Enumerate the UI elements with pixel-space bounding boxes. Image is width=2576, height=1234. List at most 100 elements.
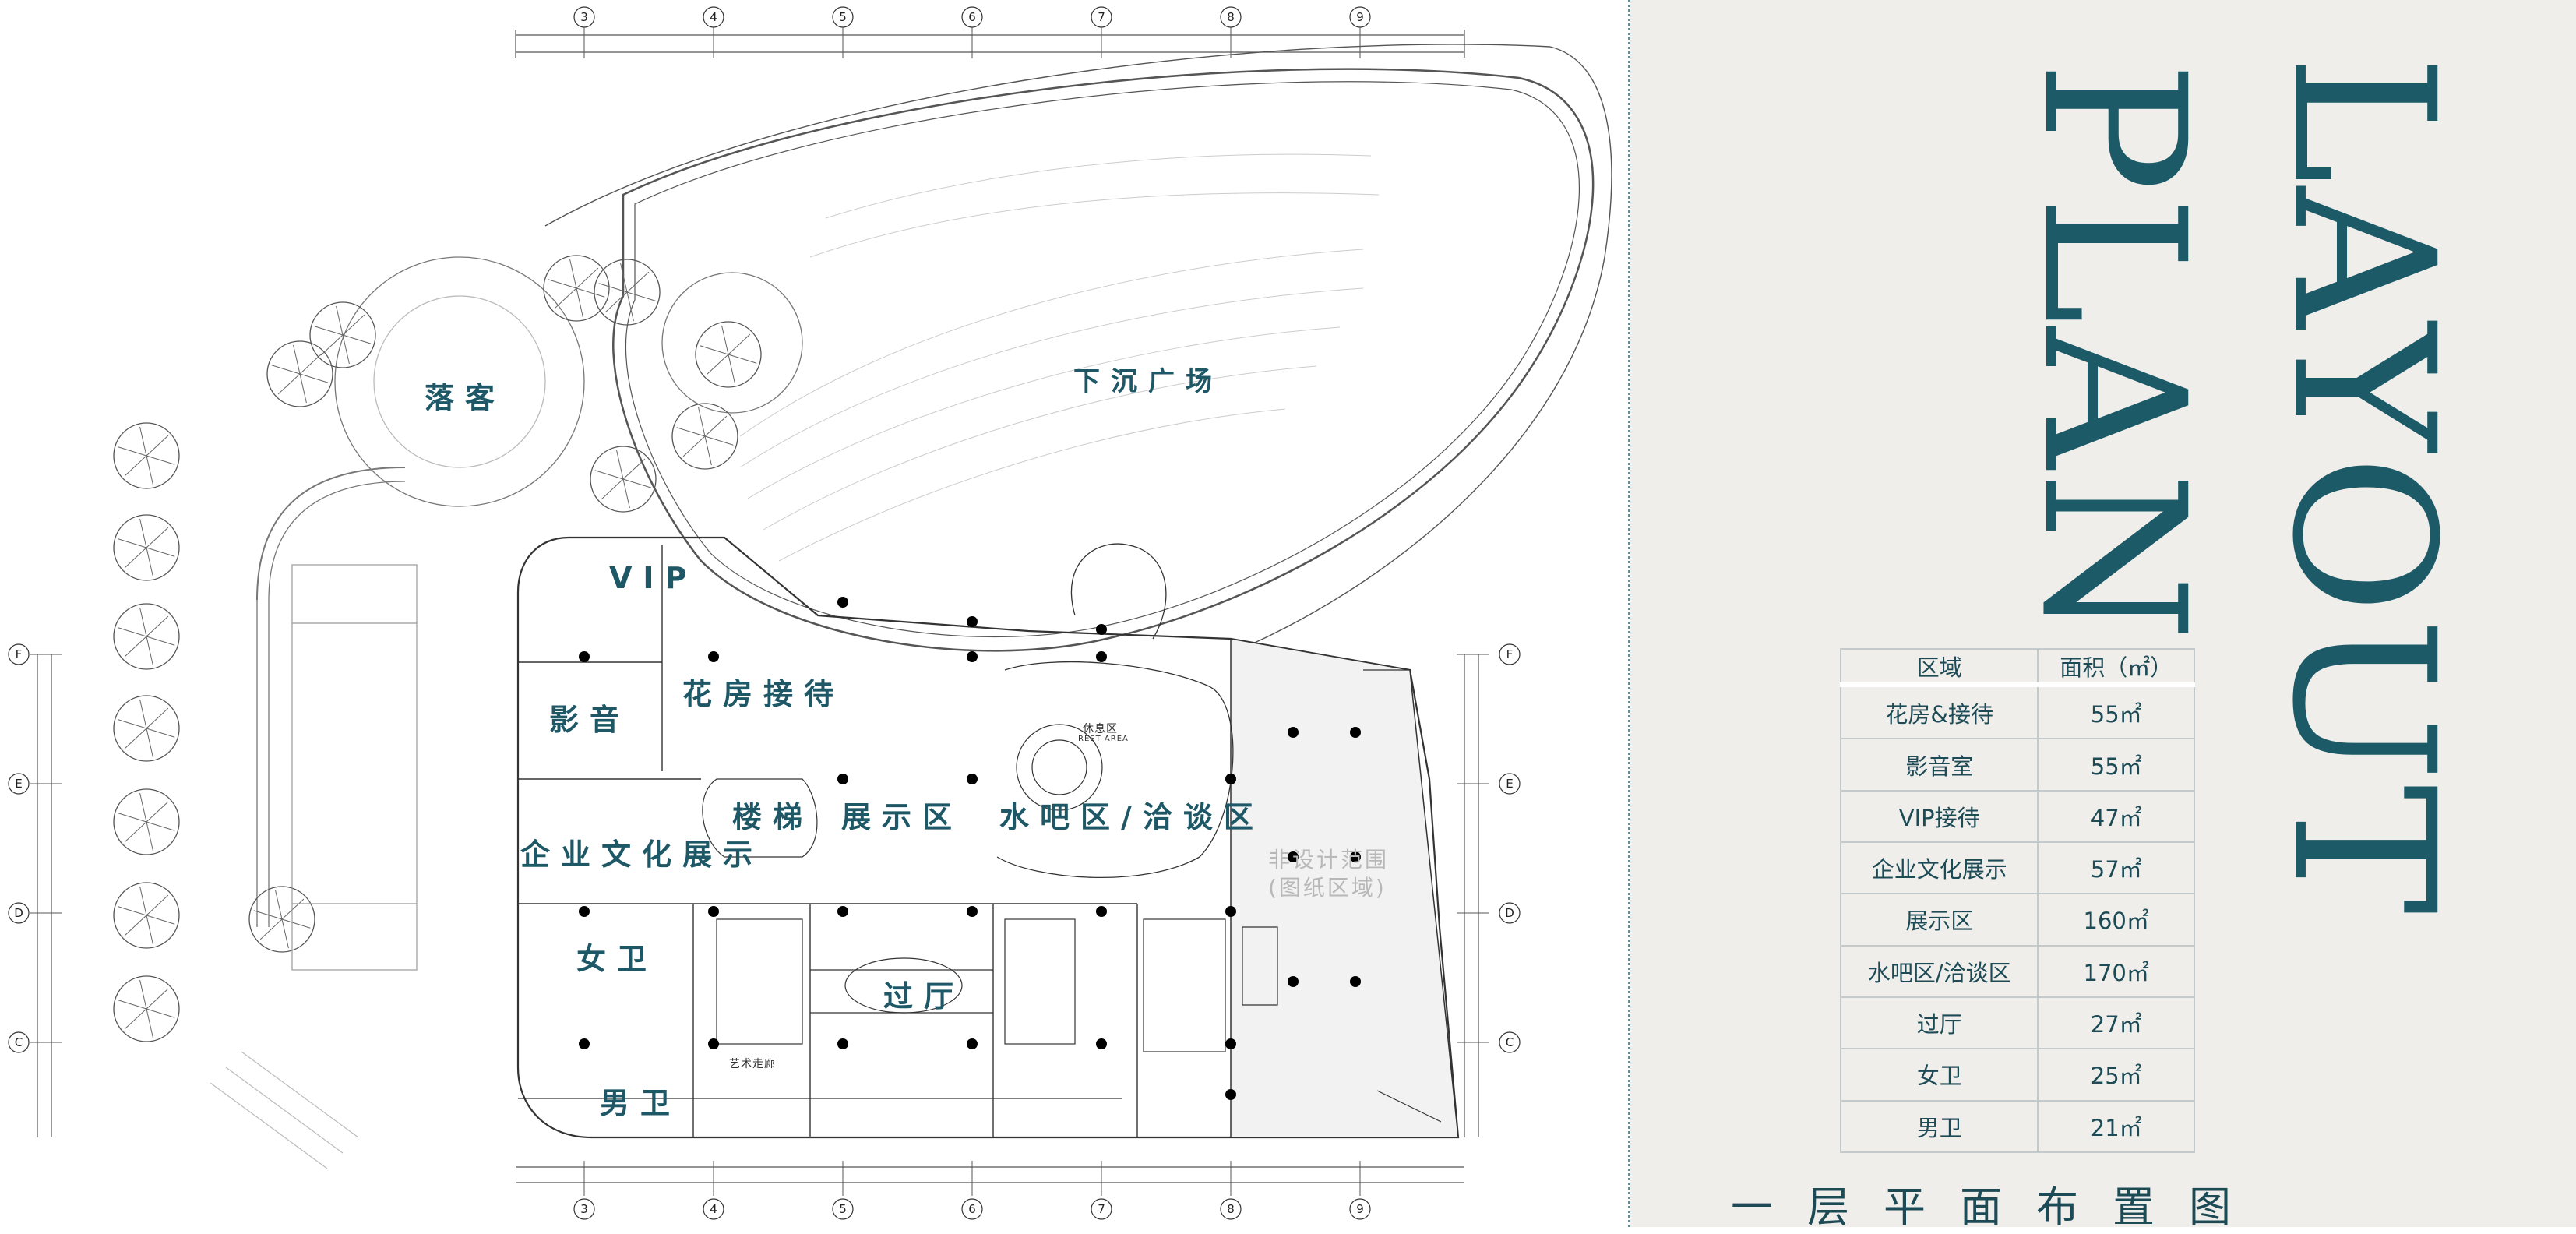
grid-bubble-top-7-label: 7 xyxy=(1098,10,1105,24)
tree-symbol xyxy=(113,695,180,762)
right-grid-markers: F E D C xyxy=(1457,643,1521,1053)
column-dot xyxy=(1350,851,1361,862)
grid-bubble-bottom-6: 6 xyxy=(961,1198,983,1220)
row-zone: 影音室 xyxy=(1839,738,2039,792)
column-dot xyxy=(708,651,719,662)
column-dot xyxy=(1096,624,1107,635)
column-dot xyxy=(1350,727,1361,738)
grid-bubble-right-F-label: F xyxy=(1506,647,1514,661)
zone-label-non-design: 非设计范围 xyxy=(1268,847,1390,873)
grid-bubble-bottom-4-label: 4 xyxy=(710,1202,717,1216)
grid-bubble-right-D-label: D xyxy=(1505,906,1514,920)
zone-label-audio-visual: 影音 xyxy=(549,703,631,737)
column-dot xyxy=(837,906,848,917)
grid-bubble-bottom-6-label: 6 xyxy=(968,1202,976,1216)
grid-bubble-right-E-label: E xyxy=(1506,777,1513,791)
column-dot xyxy=(837,1038,848,1049)
column-dot xyxy=(579,651,590,662)
column-dot xyxy=(1225,1089,1236,1100)
grid-bubble-top-5: 5 xyxy=(832,6,854,28)
grid-bubble-top-6-label: 6 xyxy=(968,10,976,24)
column-dot xyxy=(1096,906,1107,917)
zone-label-non-design-sub: (图纸区域) xyxy=(1268,875,1387,901)
tree-symbols xyxy=(113,255,762,1042)
grid-bubble-top-4-label: 4 xyxy=(710,10,717,24)
grid-bubble-top-8: 8 xyxy=(1220,6,1242,28)
column-dot xyxy=(967,651,978,662)
column-dot xyxy=(1350,976,1361,987)
column-dot xyxy=(1096,1038,1107,1049)
grid-bubble-top-9-label: 9 xyxy=(1356,10,1364,24)
zone-label-water-bar: 水吧区/洽谈区 xyxy=(999,800,1264,834)
column-dot xyxy=(708,1038,719,1049)
floor-plan-drawing: 3 4 5 6 7 8 9 3 4 5 6 7 8 9 F E D C F E D C xyxy=(8,6,1612,1220)
grid-bubble-left-D: D xyxy=(8,902,30,924)
column-dot xyxy=(579,906,590,917)
grid-bubble-top-3: 3 xyxy=(573,6,595,28)
zone-label-exhibition: 展示区 xyxy=(841,800,964,834)
row-area: 55㎡ xyxy=(2037,683,2195,740)
zone-label-lobby: 过厅 xyxy=(883,979,965,1014)
zone-label-flower-reception: 花房接待 xyxy=(682,677,845,711)
row-zone: 花房&接待 xyxy=(1839,683,2039,740)
grid-bubble-left-F: F xyxy=(8,643,30,665)
grid-bubble-right-C-label: C xyxy=(1506,1035,1514,1049)
zone-label-mens-restroom: 男卫 xyxy=(600,1086,682,1120)
rest-area-label: 休息区 xyxy=(1083,723,1118,735)
row-zone: VIP接待 xyxy=(1839,789,2039,844)
tree-symbol xyxy=(543,255,610,322)
grid-bubble-left-F-label: F xyxy=(16,647,23,661)
column-dot xyxy=(967,1038,978,1049)
zone-label-sunken-plaza: 下沉广场 xyxy=(1073,366,1223,397)
grid-bubble-bottom-4: 4 xyxy=(703,1198,724,1220)
grid-bubble-bottom-9-label: 9 xyxy=(1356,1202,1364,1216)
top-dimension-line xyxy=(515,30,1465,58)
structural-columns xyxy=(579,597,1361,1100)
grid-bubble-left-E: E xyxy=(8,773,30,795)
row-zone: 过厅 xyxy=(1839,996,2039,1050)
zone-label-staircase: 楼梯 xyxy=(732,800,814,834)
row-area: 57㎡ xyxy=(2037,841,2195,895)
row-zone: 男卫 xyxy=(1839,1099,2039,1154)
grid-bubble-bottom-3-label: 3 xyxy=(580,1202,588,1216)
column-dot xyxy=(579,1038,590,1049)
grid-bubble-top-8-label: 8 xyxy=(1227,10,1235,24)
column-dot xyxy=(967,906,978,917)
header-zone: 区域 xyxy=(1839,648,2039,687)
left-grid-markers: F E D C xyxy=(8,643,62,1053)
sunken-plaza-outline xyxy=(544,44,1612,652)
title-word-layout: LAYOUT xyxy=(2250,55,2476,918)
grid-bubble-bottom-7: 7 xyxy=(1091,1198,1112,1220)
area-table-header-row: 区域 面积（㎡） xyxy=(1839,648,2195,687)
column-dot xyxy=(837,597,848,608)
grid-bubble-left-C-label: C xyxy=(15,1035,23,1049)
column-dot xyxy=(967,616,978,627)
floor-plan-title: 一层平面布置图 xyxy=(1731,1183,2265,1232)
grid-bubble-bottom-8-label: 8 xyxy=(1227,1202,1235,1216)
row-zone: 水吧区/洽谈区 xyxy=(1839,944,2039,998)
grid-bubble-right-F: F xyxy=(1499,643,1521,665)
tree-symbol xyxy=(113,788,180,855)
bottom-dimension-line xyxy=(516,1166,1464,1183)
grid-bubble-bottom-3: 3 xyxy=(573,1198,595,1220)
tree-symbol xyxy=(248,886,315,953)
grid-bubble-bottom-5-label: 5 xyxy=(839,1202,847,1216)
zone-label-vip: VIP xyxy=(609,561,698,595)
grid-bubble-right-C: C xyxy=(1499,1031,1521,1053)
row-area: 170㎡ xyxy=(2037,944,2195,998)
title-word-plan: PLAN xyxy=(2000,61,2227,645)
grid-bubble-top-3-label: 3 xyxy=(580,10,588,24)
bottom-grid-markers: 3 4 5 6 7 8 9 xyxy=(573,1161,1371,1220)
column-dot xyxy=(967,774,978,784)
grid-bubble-bottom-7-label: 7 xyxy=(1098,1202,1105,1216)
tree-symbol xyxy=(113,882,180,949)
grid-bubble-top-9: 9 xyxy=(1349,6,1371,28)
